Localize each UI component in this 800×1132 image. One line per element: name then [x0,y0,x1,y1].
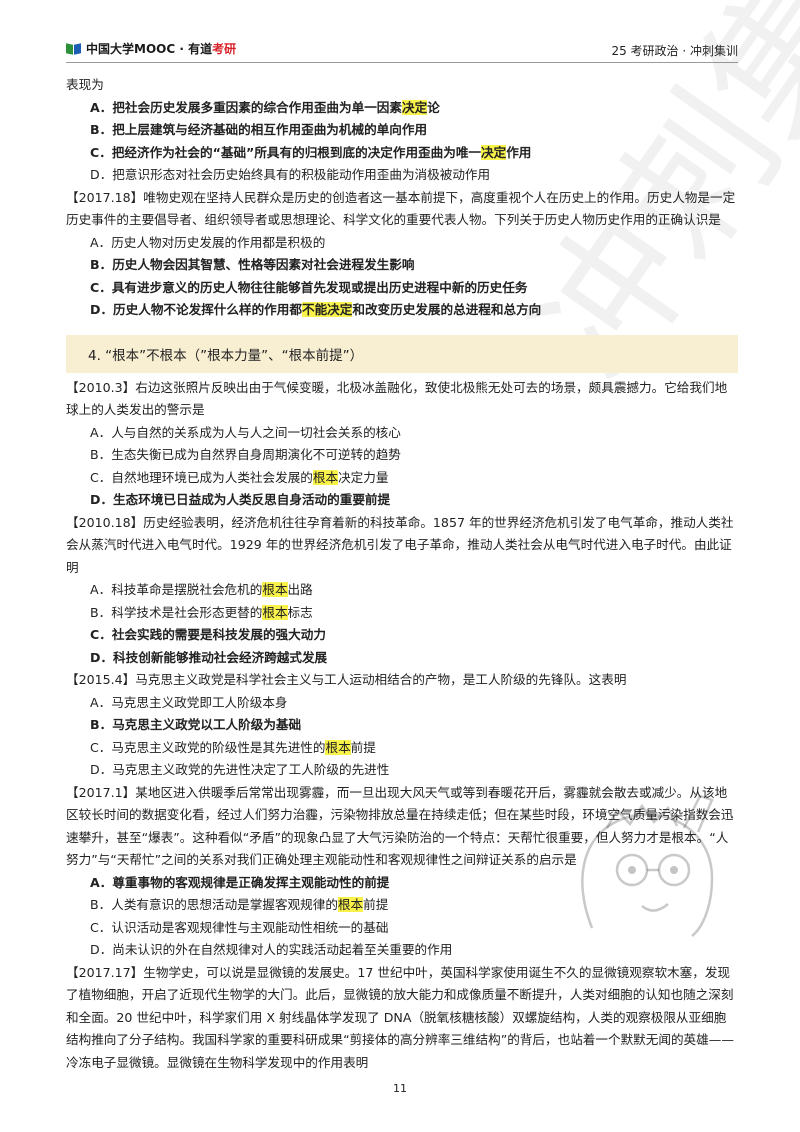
highlighted-term: 根本 [325,739,351,755]
answer-option: D．历史人物不论发挥什么样的作用都不能决定和改变历史发展的总进程和总方向 [66,299,738,322]
question-2010-3: 【2010.3】右边这张照片反映出由于气候变暖，北极冰盖融化，致使北极熊无处可去… [66,379,728,418]
highlighted-term: 不能决定 [301,302,353,317]
question-2015-4: 【2015.4】马克思主义政党是科学社会主义与工人运动相结合的产物，是工人阶级的… [66,672,627,687]
highlighted-term: 根本 [312,469,339,485]
book-logo-icon [66,42,82,56]
option-text: D．科技创新能够推动社会经济跨越式发展 [90,649,328,665]
answer-option: A．科技革命是摆脱社会危机的根本出路 [66,579,738,602]
answer-option: D．尚未认识的外在自然规律对人的实践活动起着至关重要的作用 [66,939,738,962]
answer-option: A．把社会历史发展多重因素的综合作用歪曲为单一因素决定论 [66,97,738,120]
option-text: D．历史人物不论发挥什么样的作用都 [90,302,302,317]
highlighted-term: 根本 [262,582,288,597]
mooc-logo: 中国大学MOOC · 有道考研 [66,40,236,57]
answer-option: B．生态失衡已成为自然界自身周期演化不可逆转的趋势 [66,444,738,467]
option-text: A．科技革命是摆脱社会危机的 [90,582,263,597]
logo-text: 中国大学MOOC · 有道 [86,42,213,56]
option-text-end: 前提 [363,897,389,912]
answer-option: D．马克思主义政党的先进性决定了工人阶级的先进性 [66,759,738,782]
options-2015-4: A．马克思主义政党即工人阶级本身 B．马克思主义政党以工人阶级为基础 C．马克思主义… [66,692,738,782]
intro-text: 表现为 [66,77,104,92]
option-text: B．科学技术是社会形态更替的 [90,604,263,620]
answer-option: C．自然地理环境已成为人类社会发展的根本决定力量 [66,467,738,490]
section-heading: 4. “根本”不根本（”根本力量”、“根本前提”） [66,334,738,373]
answer-option: C．具有进步意义的历史人物往往能够首先发现或提出历史进程中新的历史任务 [66,277,738,300]
option-text-end: 和改变历史发展的总进程和总方向 [352,302,542,317]
highlighted-term: 决定 [481,144,507,160]
answer-option: C．社会实践的需要是科技发展的强大动力 [66,624,738,647]
option-text: A．把社会历史发展多重因素的综合作用歪曲为单一因素 [90,99,402,115]
options-2017-1: A．尊重事物的客观规律是正确发挥主观能动性的前提 B．人类有意识的思想活动是掌握客… [66,872,738,962]
document-title: 25 考研政治 · 冲刺集训 [611,44,738,58]
highlighted-term: 根本 [337,897,364,912]
mascot-icon [581,794,714,937]
option-text: D．生态环境已日益成为人类反思自身活动的重要前提 [90,492,391,507]
answer-option: C．马克思主义政党的阶级性是其先进性的根本前提 [66,737,738,760]
option-text: B．历史人物会因其智慧、性格等因素对社会进程发生影响 [90,257,415,272]
answer-option: D．科技创新能够推动社会经济跨越式发展 [66,647,738,670]
option-text: B．人类有意识的思想活动是掌握客观规律的 [90,897,338,912]
answer-option: B．人类有意识的思想活动是掌握客观规律的根本前提 [66,894,738,917]
answer-option: B．科学技术是社会形态更替的根本标志 [66,602,738,625]
option-text: B．把上层建筑与经济基础的相互作用歪曲为机械的单向作用 [90,122,428,137]
option-text: A．马克思主义政党即工人阶级本身 [90,694,288,710]
options-2010-3: A．人与自然的关系成为人与人之间一切社会关系的核心 B．生态失衡已成为自然界自身周… [66,422,738,512]
option-text: C．社会实践的需要是科技发展的强大动力 [90,627,326,642]
answer-option: A．人与自然的关系成为人与人之间一切社会关系的核心 [66,422,738,445]
page-header: 中国大学MOOC · 有道考研 25 考研政治 · 冲刺集训 [66,38,738,63]
option-text-end: 出路 [287,582,313,597]
option-text: C．具有进步意义的历史人物往往能够首先发现或提出历史进程中新的历史任务 [90,279,528,295]
question-2010-18: 【2010.18】历史经验表明，经济危机往往孕育着新的科技革命。1857 年的世… [66,514,734,575]
option-text-end: 作用 [506,144,532,160]
option-text: A．历史人物对历史发展的作用都是积极的 [90,234,326,250]
answer-option: D．把意识形态对社会历史始终具有的积极能动作用歪曲为消极被动作用 [66,164,738,187]
option-text-end: 标志 [287,604,313,620]
answer-option: A．马克思主义政党即工人阶级本身 [66,692,738,715]
section-title: 4. “根本”不根本（”根本力量”、“根本前提”） [88,347,364,364]
answer-option: C．认识活动是客观规律性与主观能动性相统一的基础 [66,917,738,940]
option-text: C．认识活动是客观规律性与主观能动性相统一的基础 [90,919,389,935]
option-text: C．马克思主义政党的阶级性是其先进性的 [90,739,326,755]
option-text: D．把意识形态对社会历史始终具有的积极能动作用歪曲为消极被动作用 [90,167,491,182]
option-text: A．尊重事物的客观规律是正确发挥主观能动性的前提 [90,874,390,890]
option-text: B．生态失衡已成为自然界自身周期演化不可逆转的趋势 [90,447,401,462]
answer-option: D．生态环境已日益成为人类反思自身活动的重要前提 [66,489,738,512]
option-text: A．人与自然的关系成为人与人之间一切社会关系的核心 [90,424,401,440]
highlighted-term: 决定 [402,99,428,115]
option-text-end: 决定力量 [338,469,389,485]
option-text-end: 前提 [350,739,376,755]
question-2017-18: 【2017.18】唯物史观在坚持人民群众是历史的创造者这一基本前提下，高度重视个… [66,189,736,228]
options-2017-18: A．历史人物对历史发展的作用都是积极的 B．历史人物会因其智慧、性格等因素对社会进… [66,232,738,322]
option-text: D．尚未认识的外在自然规律对人的实践活动起着至关重要的作用 [90,942,453,957]
answer-option: B．把上层建筑与经济基础的相互作用歪曲为机械的单向作用 [66,119,738,142]
answer-option: A．历史人物对历史发展的作用都是积极的 [66,232,738,255]
answer-option: B．马克思主义政党以工人阶级为基础 [66,714,738,737]
option-text-end: 论 [427,99,440,115]
option-text: D．马克思主义政党的先进性决定了工人阶级的先进性 [90,762,390,777]
option-text: C．把经济作为社会的“基础”所具有的归根到底的决定作用歪曲为唯一 [90,144,482,160]
option-text: C．自然地理环境已成为人类社会发展的 [90,469,313,485]
logo-text-accent: 考研 [212,42,237,56]
question-2017-17: 【2017.17】生物学史，可以说是显微镜的发展史。17 世纪中叶，英国科学家使… [66,964,734,1070]
question-2017-1: 【2017.1】某地区进入供暖季后常常出现雾霾，而一旦出现大风天气或等到春暖花开… [66,784,734,868]
answer-option: A．尊重事物的客观规律是正确发挥主观能动性的前提 [66,872,738,895]
answer-option: C．把经济作为社会的“基础”所具有的归根到底的决定作用歪曲为唯一决定作用 [66,142,738,165]
answer-option: B．历史人物会因其智慧、性格等因素对社会进程发生影响 [66,254,738,277]
page-number: 11 [393,1082,407,1095]
highlighted-term: 根本 [262,604,288,620]
option-text: B．马克思主义政党以工人阶级为基础 [90,717,302,732]
